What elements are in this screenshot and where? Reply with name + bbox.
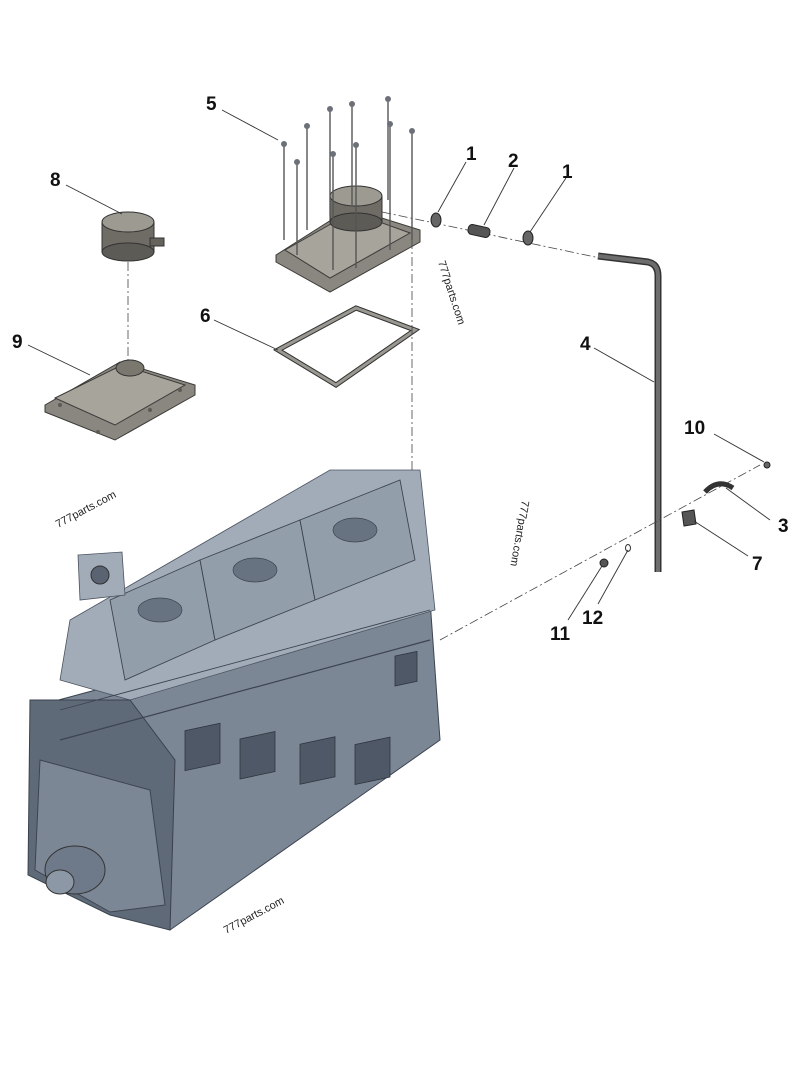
callout-9: 9 (12, 332, 23, 353)
callout-leaders (27, 109, 771, 621)
callout-1a: 1 (466, 144, 477, 165)
callout-12: 12 (582, 608, 603, 629)
part-3-clip (703, 481, 735, 494)
watermark-center: 777parts.com (507, 499, 530, 567)
callout-4: 4 (580, 334, 591, 355)
callout-2: 2 (508, 151, 519, 172)
callout-11: 11 (550, 624, 571, 645)
part-10-bolt (763, 461, 771, 469)
part-5-bolts (281, 96, 415, 270)
part-1-clamp-b (522, 230, 534, 246)
part-2-hose (467, 224, 491, 238)
callout-1b: 1 (562, 162, 573, 183)
part-6-gasket (272, 305, 421, 388)
engine-block (27, 469, 441, 931)
part-7-bracket (681, 509, 697, 527)
watermark-left: 777parts.com (54, 489, 118, 531)
watermark-bottom: 777parts.com (222, 895, 286, 937)
watermark-top: 777parts.com (435, 259, 467, 326)
part-9-cover-plate (44, 359, 196, 441)
part-12-washer (625, 544, 631, 552)
part-1-clamp-a (430, 212, 442, 228)
callout-3: 3 (778, 516, 789, 537)
callout-7: 7 (752, 554, 763, 575)
callout-5: 5 (206, 94, 217, 115)
callout-10: 10 (684, 418, 705, 439)
part-4-breather-tube (597, 252, 662, 572)
part-11-nut (599, 558, 609, 568)
callout-8: 8 (50, 170, 61, 191)
callout-6: 6 (200, 306, 211, 327)
part-8-breather-cap (101, 211, 165, 262)
